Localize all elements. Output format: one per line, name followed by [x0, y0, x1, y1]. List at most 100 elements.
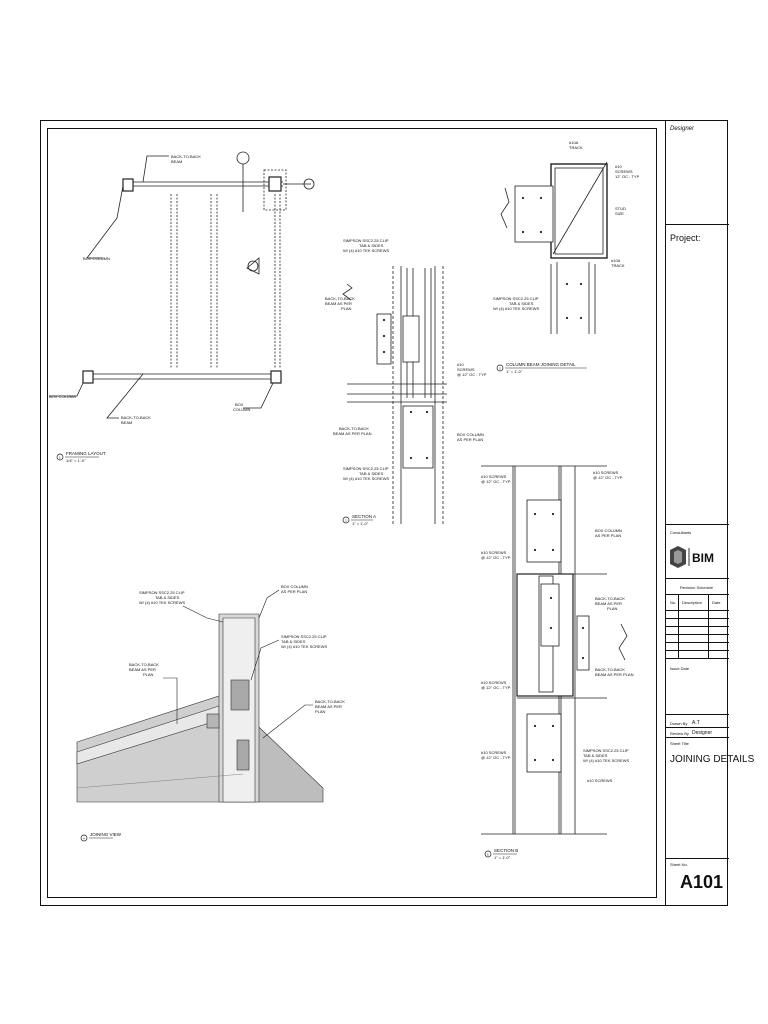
view-title-section-a: SECTION A: [352, 514, 376, 519]
label-sb-screws-tr-2: @ 12" OC - TYP: [593, 475, 623, 480]
view-scale-framing-layout: 1/4" = 1'-0": [66, 458, 86, 463]
label-sa-clip-bottom-1: SIMPSON SSC2.25 CLIP: [343, 466, 389, 471]
view-title-framing-layout: FRAMING LAYOUT: [66, 451, 106, 456]
project-label: Project:: [670, 233, 701, 243]
label-sb-screws-tl-2: @ 12" OC - TYP: [481, 479, 511, 484]
revision-row: [666, 634, 729, 635]
revision-col-divider: [678, 594, 679, 658]
reviewed-by-value: Designer: [692, 730, 713, 736]
label-jv-clip-left-3: W/ (4) #10 TEK SCREWS: [139, 600, 185, 605]
tb-divider: [666, 858, 729, 859]
label-sa-screws-2: SCREWS: [457, 367, 475, 372]
label-jv-box-col-1: BOX COLUMN: [281, 584, 308, 589]
designer-label: Designer: [670, 126, 695, 132]
label-jv-btb-right-2: BEAM AS PER: [315, 704, 342, 709]
section-b-view: [481, 465, 628, 835]
section-b-screws: [533, 512, 585, 762]
revision-description-header: Description: [682, 600, 703, 605]
label-cb-track-top-2: TRACK: [569, 145, 583, 150]
view-number-3: 3: [499, 367, 501, 371]
label-sb-screws-ll-2: @ 12" OC - TYP: [481, 685, 511, 690]
label-sb-btb-upper-2: BEAM AS PER: [595, 601, 622, 606]
sheet-title: JOINING DETAILS: [670, 754, 755, 765]
label-sa-clip-top-3: W/ (4) #10 TEK SCREWS: [343, 248, 389, 253]
drawing-canvas: BACK-TO-BACK BEAM BOX COLUMN BOX COLUMN …: [49, 140, 640, 860]
revision-row: [666, 642, 729, 643]
label-cb-track-bottom-2: TRACK: [611, 263, 625, 268]
label-jv-clip-left-1: SIMPSON SSC2.25 CLIP: [139, 590, 185, 595]
label-jv-clip-right-2: TAB & SIDES: [281, 639, 306, 644]
sheet-title-label: Sheet Title: [670, 741, 689, 746]
label-jv-clip-right-1: SIMPSON SSC2.25 CLIP: [281, 634, 327, 639]
label-jv-btb-right-1: BACK-TO-BACK: [315, 699, 345, 704]
label-cb-clip-3: W/ (4) #10 TEK SCREWS: [493, 306, 539, 311]
revision-date-header: Date: [712, 600, 721, 605]
view-number-2: 2: [345, 519, 347, 523]
label-sa-btb-left-2: BEAM AS PER: [325, 301, 352, 306]
label-sb-clip-2: TAB & SIDES: [583, 753, 608, 758]
section-a-screws: [382, 318, 429, 460]
sheet-number: A101: [680, 872, 724, 892]
drawn-by-value: A.T: [692, 720, 700, 726]
label-sb-screws-bl-1: #10 SCREWS: [481, 750, 507, 755]
drawn-by-label: Drawn By: [670, 721, 688, 726]
label-sa-clip-bottom-2: TAB & SIDES: [359, 471, 384, 476]
label-sb-screws-tr-1: #10 SCREWS: [593, 470, 619, 475]
view-scale-column-beam-detail: 1" = 1'-0": [506, 369, 523, 374]
consultants-label: Consultants: [670, 530, 692, 535]
framing-layout-view: [49, 151, 315, 419]
label-back-to-back-beam-bottom-2: BEAM: [121, 420, 132, 425]
label-back-to-back-beam-top-2: BEAM: [171, 159, 182, 164]
label-box-column-left: BOX COLUMN: [83, 256, 110, 261]
label-sa-btb-lower-1: BACK-TO-BACK: [339, 426, 369, 431]
joining-view-leaders: [163, 589, 313, 739]
logo-text: BIM: [692, 551, 714, 565]
tb-divider: [666, 737, 729, 738]
framing-layout-view-marker: [56, 453, 99, 461]
section-a-view-marker: [342, 516, 373, 524]
label-jv-btb-right-3: PLAN: [315, 709, 326, 714]
revision-row: [666, 650, 729, 651]
label-back-to-back-beam-top-1: BACK-TO-BACK: [171, 154, 201, 159]
label-sa-clip-top-1: SIMPSON SSC2.25 CLIP: [343, 238, 389, 243]
label-back-to-back-beam-bottom-1: BACK-TO-BACK: [121, 415, 151, 420]
label-sb-box-col-2: AS PER PLAN: [595, 533, 621, 538]
label-box-column-bottom-right-1: BOX: [235, 402, 244, 407]
label-sb-btb-upper-3: PLAN: [607, 606, 618, 611]
label-sa-btb-lower-2: BEAM AS PER PLAN: [333, 431, 372, 436]
label-sa-box-col-1: BOX COLUMN: [457, 432, 484, 437]
tb-divider: [666, 224, 729, 225]
label-sb-btb-lower-1: BACK-TO-BACK: [595, 667, 625, 672]
column-beam-detail-view-marker: [496, 364, 587, 372]
label-box-column-bottom-right-2: COLUMN: [233, 407, 250, 412]
label-sa-clip-top-2: TAB & SIDES: [359, 243, 384, 248]
label-cb-clip-1: SIMPSON SSC2.25 CLIP: [493, 296, 539, 301]
tb-divider: [666, 610, 729, 611]
label-sb-clip-3: W/ (4) #10 TEK SCREWS: [583, 758, 629, 763]
issue-date-label: Issue Date: [670, 666, 690, 671]
view-scale-section-b: 1" = 1'-0": [494, 855, 511, 860]
joining-view-3d: [76, 613, 324, 803]
label-sb-screws-bl-2: @ 12" OC - TYP: [481, 755, 511, 760]
label-sa-screws-3: @ 12" OC - TYP: [457, 372, 487, 377]
label-sa-screws-1: #10: [457, 362, 464, 367]
view-title-joining-view: JOINING VIEW: [90, 832, 122, 837]
view-number-5: 5: [487, 853, 489, 857]
revision-schedule-label: Revision Schedule: [680, 585, 714, 590]
label-cb-screws-1: #10: [615, 164, 622, 169]
section-b-view-marker: [484, 850, 517, 858]
label-jv-box-col-2: AS PER PLAN: [281, 589, 307, 594]
view-number-1: 1: [59, 456, 61, 460]
label-cb-stud-1: STUD: [615, 206, 626, 211]
label-sa-clip-bottom-3: W/ (4) #10 TEK SCREWS: [343, 476, 389, 481]
revision-row: [666, 626, 729, 627]
label-sa-btb-left-1: BACK-TO-BACK: [325, 296, 355, 301]
revision-row: [666, 618, 729, 619]
label-sb-clip-1: SIMPSON SSC2.25 CLIP: [583, 748, 629, 753]
tb-divider: [666, 524, 729, 525]
label-cb-track-top-1: #10A: [569, 140, 579, 145]
section-a-view: [342, 266, 447, 524]
drawing-area-border: [47, 128, 657, 898]
revision-no-header: No.: [670, 600, 677, 605]
label-sb-screws-ml-1: #10 SCREWS: [481, 550, 507, 555]
